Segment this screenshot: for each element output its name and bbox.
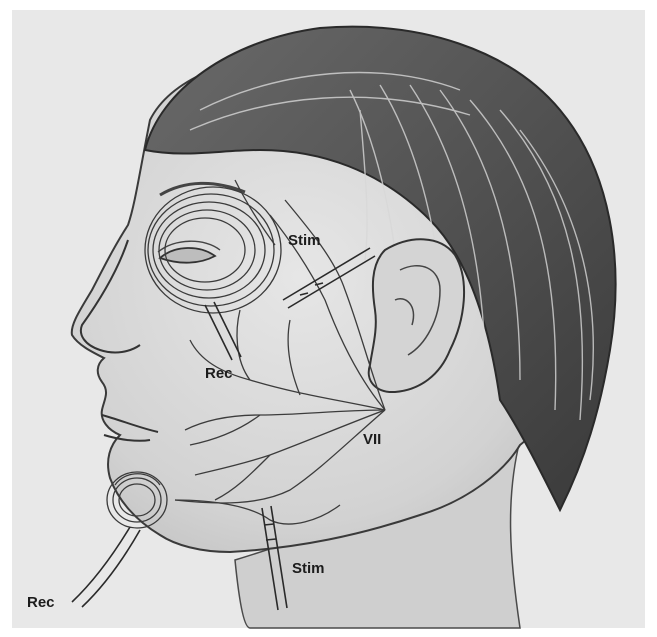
nerve-vii-label: VII — [363, 432, 381, 447]
stim-upper-label: Stim — [288, 233, 321, 248]
rec-lower-label: Rec — [27, 595, 55, 610]
rec-upper-label: Rec — [205, 366, 233, 381]
stim-lower-label: Stim — [292, 561, 325, 576]
